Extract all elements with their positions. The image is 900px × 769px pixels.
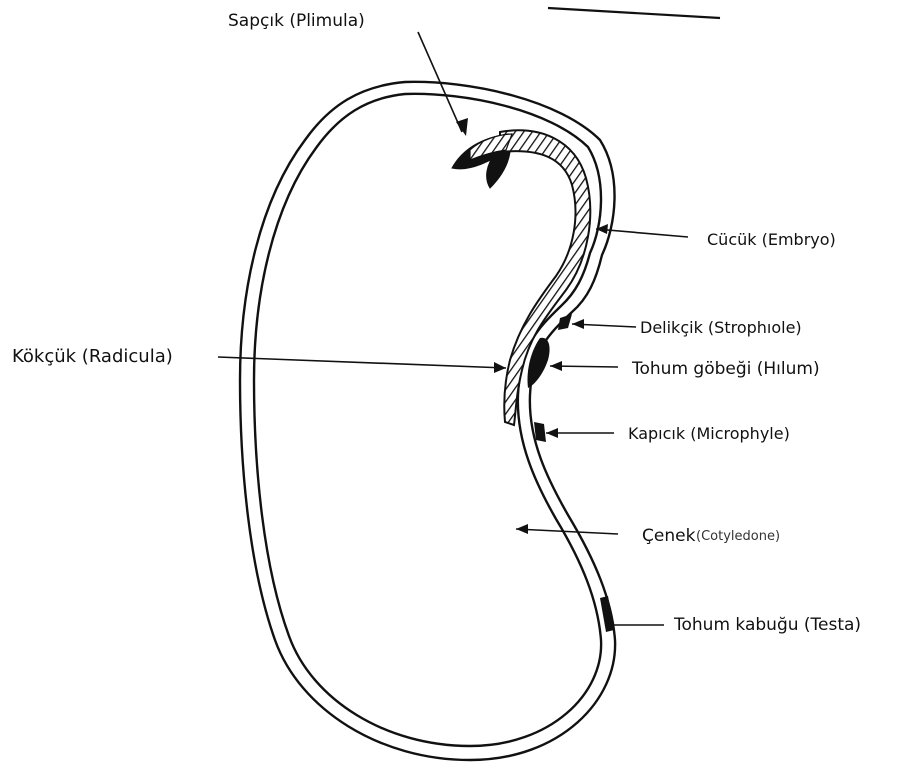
hilum-arrowhead bbox=[550, 361, 562, 371]
label-cotyledon-sub: (Cotyledone) bbox=[696, 529, 780, 544]
label-embryo: Cücük (Embryo) bbox=[707, 230, 836, 249]
label-hilum: Tohum göbeği (Hılum) bbox=[631, 359, 820, 379]
strophiole-arrowhead bbox=[572, 319, 584, 329]
label-strophiole: Delikçik (Strophıole) bbox=[640, 318, 802, 337]
seed-coat-inner bbox=[254, 94, 601, 746]
radicula-leader bbox=[218, 357, 506, 368]
label-cotyledon: Çenek bbox=[642, 526, 696, 546]
scan-artifact-line bbox=[548, 8, 720, 18]
label-testa: Tohum kabuğu (Testa) bbox=[673, 615, 861, 635]
label-micropyle: Kapıcık (Microphyle) bbox=[628, 424, 790, 443]
cotyledon-leader bbox=[516, 529, 618, 534]
cotyledon-arrowhead bbox=[516, 524, 528, 534]
label-plumula: Sapçık (Plimula) bbox=[228, 11, 365, 31]
embryo-axis bbox=[500, 130, 590, 425]
micropyle-arrowhead bbox=[546, 428, 558, 438]
radicula-arrowhead bbox=[494, 362, 506, 373]
label-radicula: Kökçük (Radicula) bbox=[12, 346, 173, 367]
strophiole-mark bbox=[558, 314, 572, 330]
seed-coat-outer bbox=[240, 82, 615, 760]
